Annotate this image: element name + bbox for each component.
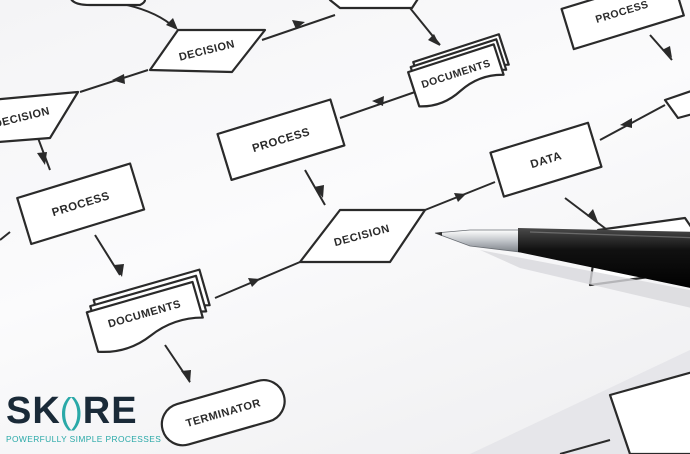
documents-bottom: DOCUMENTS: [85, 268, 211, 353]
arrowhead: [248, 278, 260, 287]
logo-wordmark: SK()RE: [6, 390, 156, 432]
process-shape: [216, 98, 346, 182]
arrowhead: [662, 46, 672, 58]
connector: [649, 34, 673, 61]
process-center: PROCESS: [216, 98, 346, 182]
skore-logo: SK()RE POWERFULLY SIMPLE PROCESSES: [6, 390, 162, 446]
arrowhead: [292, 20, 305, 29]
documents-top: DOCUMENTS: [407, 33, 510, 108]
pen-body: [518, 228, 690, 288]
connector: [261, 14, 336, 41]
pen-shadow: [480, 250, 690, 308]
arrowhead: [372, 96, 384, 106]
logo-paren-open: (: [59, 390, 73, 431]
process-shape: [16, 162, 146, 246]
arrowhead: [112, 74, 125, 84]
arrowhead: [114, 264, 124, 277]
process-partial: [608, 371, 690, 454]
terminator-shape: [160, 379, 286, 447]
connector: [79, 69, 149, 93]
logo-text-left: SK: [6, 390, 61, 432]
arrowhead: [166, 18, 178, 30]
process-partial: [663, 90, 690, 120]
connector-lines: [0, 0, 673, 454]
connector: [564, 197, 611, 233]
pen-point: [435, 232, 442, 236]
pen-highlight: [529, 231, 690, 239]
arrowhead: [454, 193, 466, 202]
arrowhead: [620, 118, 632, 128]
arrowheads: [37, 18, 672, 383]
arrowhead: [587, 209, 598, 222]
logo-tagline: POWERFULLY SIMPLE PROCESSES: [6, 434, 162, 444]
logo-paren-close: ): [70, 390, 84, 431]
document-stack: [85, 280, 204, 353]
connector: [599, 104, 666, 141]
pen-tip: [434, 229, 521, 253]
process-left: PROCESS: [16, 162, 146, 246]
decision-top: DECISION: [148, 28, 267, 74]
terminator: TERMINATOR: [160, 379, 286, 447]
document-stack: [407, 43, 505, 108]
arrowhead: [314, 185, 324, 198]
data-shape: [489, 121, 603, 198]
decision-center: DECISION: [298, 208, 427, 264]
data-block: DATA: [489, 121, 603, 198]
process-shape: [560, 0, 685, 51]
pen: [434, 228, 690, 308]
connector: [339, 91, 416, 119]
decision-left: DECISION: [0, 90, 80, 143]
decision-shape: [148, 28, 267, 74]
connector: [559, 439, 611, 454]
decision-shape: [0, 90, 80, 143]
logo-text-right: RE: [82, 390, 138, 432]
arrowhead: [428, 34, 440, 46]
arrowhead: [181, 370, 191, 383]
decision-shape: [298, 208, 427, 264]
decision-partial: [328, 0, 419, 10]
process-topright: PROCESS: [560, 0, 685, 51]
terminator-partial: [70, 0, 147, 7]
connector: [0, 231, 11, 241]
connector: [94, 234, 121, 276]
arrowhead: [37, 152, 47, 165]
